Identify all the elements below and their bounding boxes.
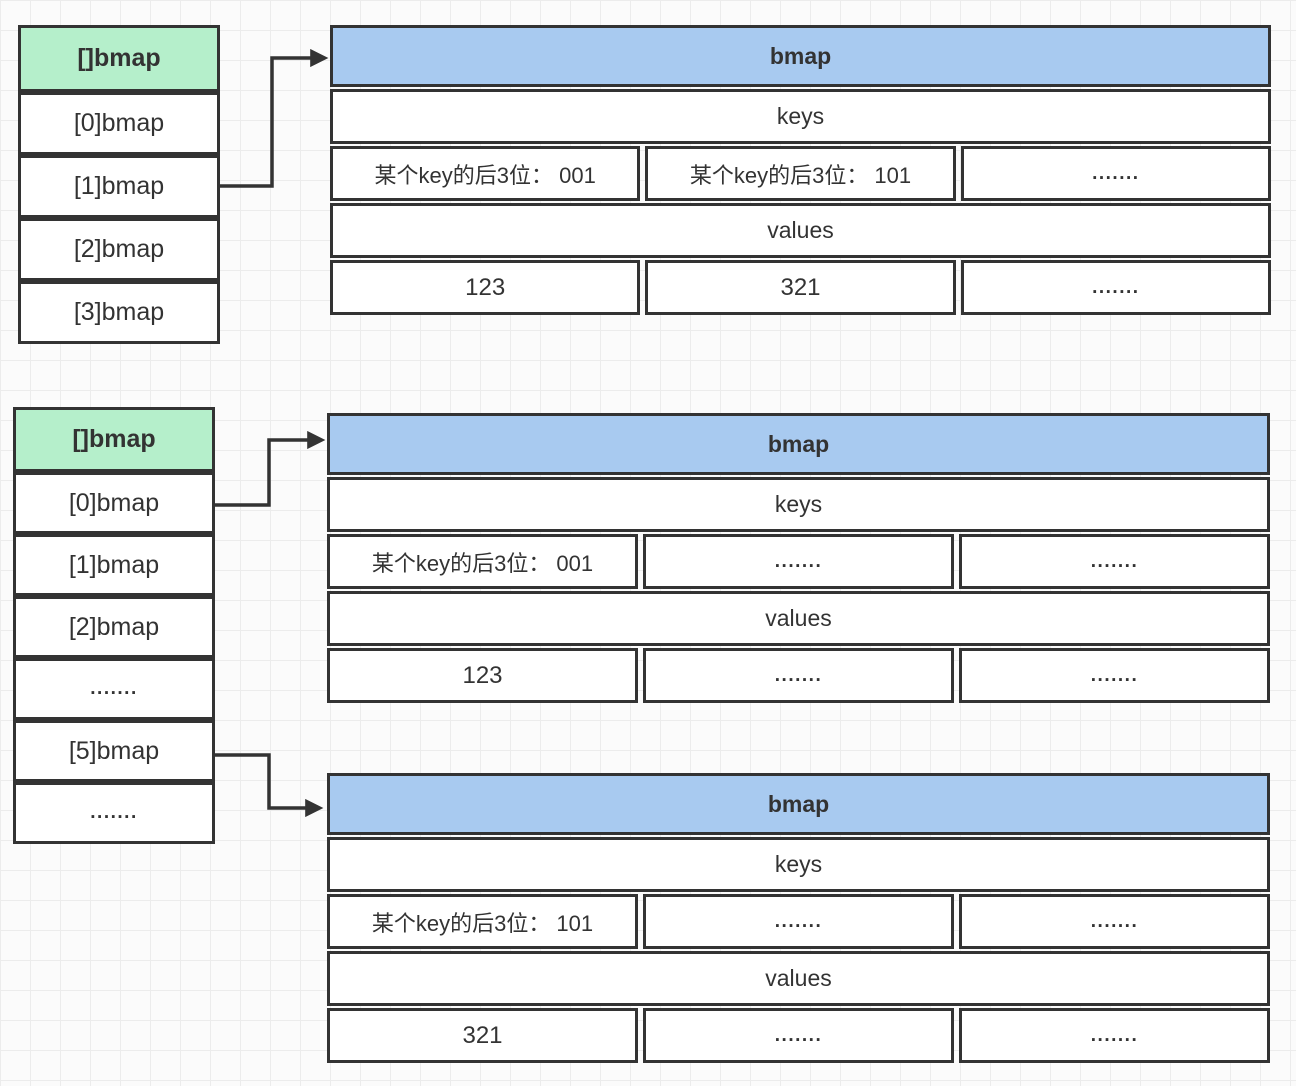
table-title: bmap — [330, 25, 1271, 87]
value-cell: ....... — [643, 648, 954, 703]
array-item: [0]bmap — [18, 92, 220, 155]
value-cell: ....... — [960, 260, 1271, 315]
value-cells-row: 123 321 ....... — [330, 260, 1271, 315]
array-item: ....... — [13, 658, 215, 720]
value-cells-row: 321 ....... ....... — [327, 1008, 1270, 1063]
array-item: [1]bmap — [18, 155, 220, 218]
value-cell: 321 — [645, 260, 956, 315]
array-item: [5]bmap — [13, 720, 215, 782]
key-cell: 某个key的后3位： 001 — [330, 146, 641, 201]
key-cells-row: 某个key的后3位： 001 ....... ....... — [327, 534, 1270, 589]
key-cell: ....... — [959, 894, 1270, 949]
key-cell: 某个key的后3位： 101 — [645, 146, 956, 201]
value-cell: ....... — [959, 648, 1270, 703]
key-cell: ....... — [643, 534, 954, 589]
bucket-array-2: []bmap [0]bmap [1]bmap [2]bmap ....... [… — [13, 407, 215, 844]
array-item: [2]bmap — [13, 596, 215, 658]
keys-row: keys — [330, 89, 1271, 144]
key-cell: 某个key的后3位： 101 — [327, 894, 638, 949]
key-cells-row: 某个key的后3位： 101 ....... ....... — [327, 894, 1270, 949]
bmap-table-1: bmap keys 某个key的后3位： 001 某个key的后3位： 101 … — [330, 25, 1271, 315]
bmap-table-2: bmap keys 某个key的后3位： 001 ....... .......… — [327, 413, 1270, 703]
bucket-array-1: []bmap [0]bmap [1]bmap [2]bmap [3]bmap — [18, 25, 220, 344]
key-cell: ....... — [643, 894, 954, 949]
keys-row: keys — [327, 837, 1270, 892]
key-cells-row: 某个key的后3位： 001 某个key的后3位： 101 ....... — [330, 146, 1271, 201]
key-cell: ....... — [959, 534, 1270, 589]
value-cells-row: 123 ....... ....... — [327, 648, 1270, 703]
values-row: values — [330, 203, 1271, 258]
array-item: ....... — [13, 782, 215, 844]
values-row: values — [327, 591, 1270, 646]
value-cell: ....... — [959, 1008, 1270, 1063]
values-row: values — [327, 951, 1270, 1006]
arrow-bucket1-to-table1 — [220, 48, 329, 188]
array-header: []bmap — [18, 25, 220, 92]
keys-row: keys — [327, 477, 1270, 532]
arrow-bucket0-to-table2 — [215, 430, 326, 507]
value-cell: 123 — [327, 648, 638, 703]
table-title: bmap — [327, 773, 1270, 835]
array-item: [1]bmap — [13, 534, 215, 596]
array-item: [3]bmap — [18, 281, 220, 344]
arrow-bucket5-to-table3 — [215, 753, 324, 818]
key-cell: 某个key的后3位： 001 — [327, 534, 638, 589]
bmap-table-3: bmap keys 某个key的后3位： 101 ....... .......… — [327, 773, 1270, 1063]
table-title: bmap — [327, 413, 1270, 475]
value-cell: 321 — [327, 1008, 638, 1063]
key-cell: ....... — [960, 146, 1271, 201]
array-item: [0]bmap — [13, 472, 215, 534]
value-cell: ....... — [643, 1008, 954, 1063]
array-item: [2]bmap — [18, 218, 220, 281]
array-header: []bmap — [13, 407, 215, 472]
value-cell: 123 — [330, 260, 641, 315]
